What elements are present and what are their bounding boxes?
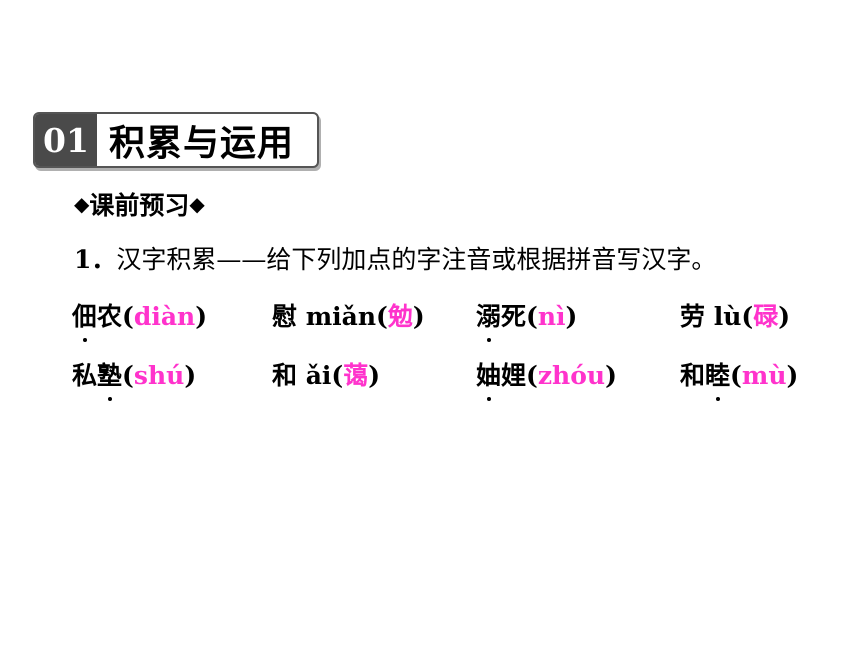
question-1: 1．汉字积累——给下列加点的字注音或根据拼音写汉字。 bbox=[74, 240, 716, 276]
dotted-char: 溺 bbox=[476, 297, 501, 342]
dotted-char: 妯 bbox=[476, 356, 501, 401]
item-row-2: 私塾(shú) 和 ǎi(蔼) 妯娌(zhóu) 和睦(mù) bbox=[72, 356, 832, 401]
answer: 勉 bbox=[387, 302, 413, 331]
answer: nì bbox=[537, 302, 566, 331]
subsection-heading: ◆ 课前预习 ◆ bbox=[74, 186, 205, 222]
dotted-char: 佃 bbox=[72, 297, 97, 342]
item-nisi: 溺死(nì) bbox=[476, 297, 577, 342]
question-number: 1． bbox=[74, 245, 117, 274]
item-sishu: 私塾(shú) bbox=[72, 356, 196, 401]
diamond-left-icon: ◆ bbox=[74, 192, 90, 216]
item-zhouli: 妯娌(zhóu) bbox=[476, 356, 617, 401]
item-dianong: 佃农(diàn) bbox=[72, 297, 207, 342]
section-number: 01 bbox=[35, 114, 97, 166]
item-row-1: 佃农(diàn) 慰 miǎn(勉) 溺死(nì) 劳 lù(碌) bbox=[72, 297, 832, 342]
subsection-title: 课前预习 bbox=[89, 191, 190, 220]
answer: 碌 bbox=[753, 302, 779, 331]
item-weimian: 慰 miǎn(勉) bbox=[272, 302, 425, 331]
item-hemu: 和睦(mù) bbox=[680, 356, 798, 401]
item-heai: 和 ǎi(蔼) bbox=[272, 361, 381, 390]
section-header: 01 积累与运用 bbox=[33, 112, 319, 168]
answer: shú bbox=[133, 361, 185, 390]
answer: diàn bbox=[133, 302, 196, 331]
answer: mù bbox=[741, 361, 787, 390]
dotted-char: 塾 bbox=[97, 356, 122, 401]
item-laolu: 劳 lù(碌) bbox=[680, 302, 791, 331]
section-title: 积累与运用 bbox=[109, 122, 295, 164]
question-text: 汉字积累——给下列加点的字注音或根据拼音写汉字。 bbox=[116, 245, 717, 274]
answer: 蔼 bbox=[343, 361, 369, 390]
dotted-char: 睦 bbox=[705, 356, 730, 401]
answer: zhóu bbox=[537, 361, 606, 390]
diamond-right-icon: ◆ bbox=[189, 192, 205, 216]
